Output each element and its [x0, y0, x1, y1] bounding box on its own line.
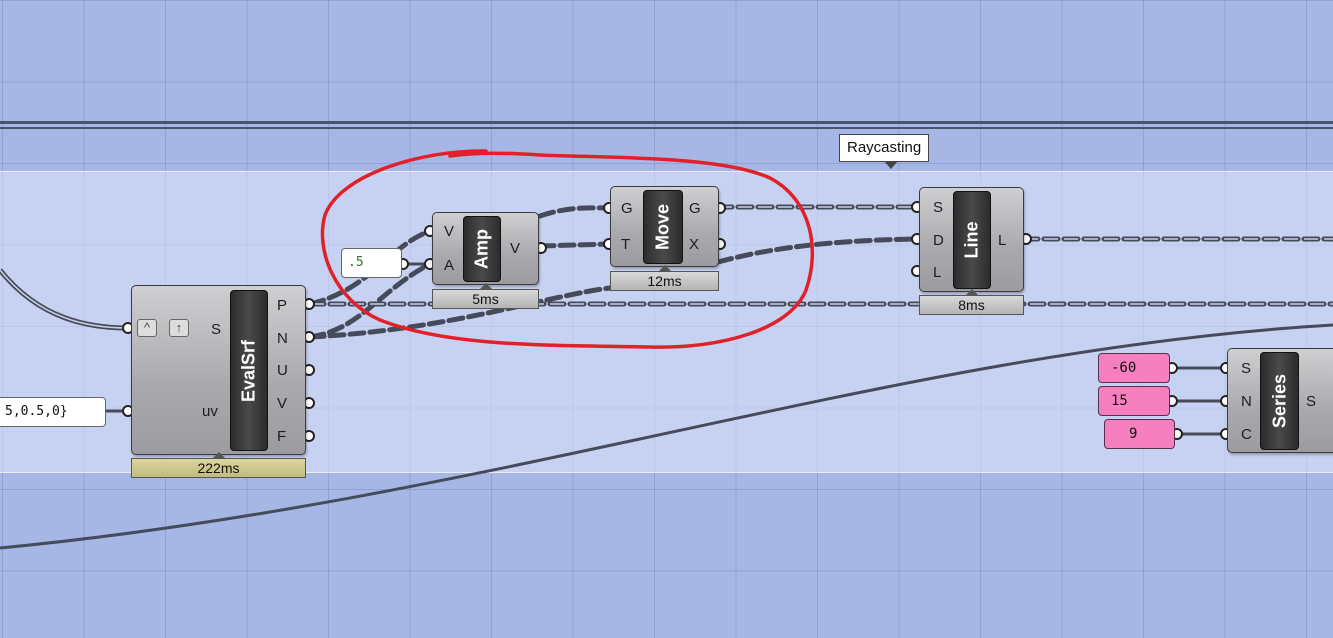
amp-component[interactable]: V A Amp V — [432, 212, 539, 285]
reparameterize-icon[interactable]: ^ — [137, 319, 157, 337]
series-core[interactable]: Series — [1260, 352, 1299, 450]
wire-n — [307, 285, 613, 340]
evalsrf-input-s[interactable]: S — [211, 321, 222, 338]
wire-graph — [0, 323, 1333, 550]
evalsrf-output-v[interactable]: V — [277, 395, 288, 412]
move-timer: 12ms — [610, 265, 719, 291]
evalsrf-input-uv[interactable]: uv — [202, 403, 218, 420]
line-core[interactable]: Line — [953, 191, 991, 289]
line-timer: 8ms — [919, 289, 1024, 315]
move-output-x[interactable]: X — [689, 236, 700, 253]
uv-panel[interactable]: 5,0.5,0} — [0, 397, 106, 427]
wire-p-to-amp — [307, 228, 433, 307]
red-annotation-circle — [320, 149, 814, 349]
wire-n-to-amp — [307, 261, 433, 340]
move-input-t[interactable]: T — [621, 236, 631, 253]
group-border-top — [0, 121, 1333, 124]
number-slider-count[interactable]: 9 — [1104, 419, 1175, 449]
series-input-c[interactable]: C — [1241, 426, 1252, 443]
wire-amp-to-move-t — [537, 241, 613, 249]
group-border-top-inner — [0, 127, 1333, 129]
move-input-g[interactable]: G — [621, 200, 633, 217]
evalsrf-output-p[interactable]: P — [277, 297, 288, 314]
evalsrf-component[interactable]: ^ ↑ S uv EvalSrf P N U V F — [131, 285, 306, 455]
line-input-d[interactable]: D — [933, 232, 944, 249]
series-output-s[interactable]: S — [1306, 393, 1317, 410]
evalsrf-output-n[interactable]: N — [277, 330, 288, 347]
line-component[interactable]: S D L Line L — [919, 187, 1024, 292]
series-input-s[interactable]: S — [1241, 360, 1252, 377]
line-output-l[interactable]: L — [998, 232, 1007, 249]
evalsrf-timer: 222ms — [131, 452, 306, 478]
amp-output-v[interactable]: V — [510, 240, 521, 257]
evalsrf-output-u[interactable]: U — [277, 362, 288, 379]
up-arrow-icon[interactable]: ↑ — [169, 319, 189, 337]
amp-input-a[interactable]: A — [444, 257, 455, 274]
number-slider-start[interactable]: -60 — [1098, 353, 1170, 383]
evalsrf-output-f[interactable]: F — [277, 428, 287, 445]
move-component[interactable]: G T Move G X — [610, 186, 719, 267]
move-output-g[interactable]: G — [689, 200, 701, 217]
wire-move-x-to-line-d — [715, 236, 921, 265]
line-input-s[interactable]: S — [933, 199, 944, 216]
line-input-l[interactable]: L — [933, 264, 942, 281]
raycasting-tooltip: Raycasting — [839, 134, 930, 169]
evalsrf-core[interactable]: EvalSrf — [230, 290, 268, 451]
series-input-n[interactable]: N — [1241, 393, 1252, 410]
amp-timer: 5ms — [432, 283, 539, 309]
move-core[interactable]: Move — [643, 190, 683, 264]
series-component[interactable]: S N C Series S — [1227, 348, 1333, 453]
amp-value-panel[interactable]: .5 — [341, 248, 402, 278]
amp-input-v[interactable]: V — [444, 223, 455, 240]
amp-core[interactable]: Amp — [463, 216, 501, 282]
number-slider-step[interactable]: 15 — [1098, 386, 1170, 416]
